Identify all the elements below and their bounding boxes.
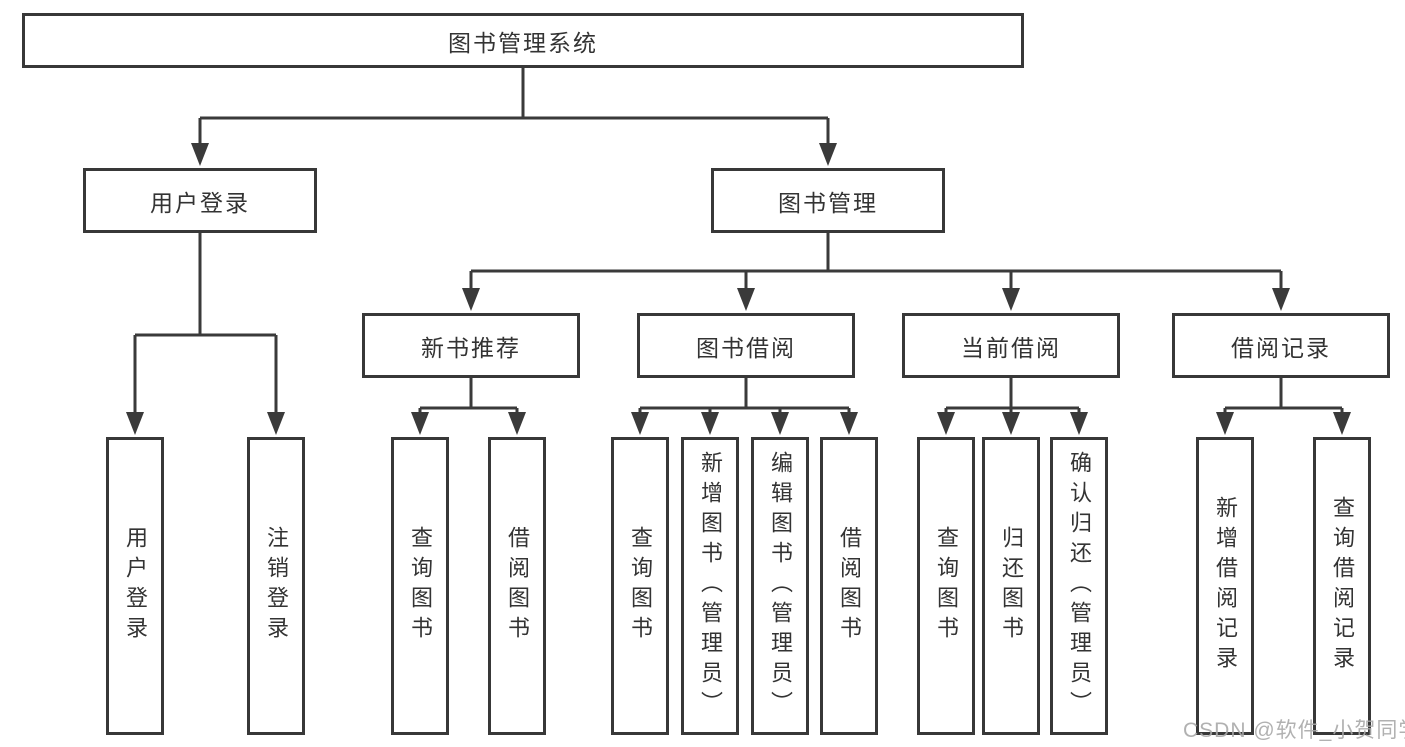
- leaf-query-books-recommend-label: 查询图书: [408, 526, 433, 646]
- node-current-borrow-label: 当前借阅: [961, 334, 1061, 361]
- leaf-query-borrow-record-label: 查询借阅记录: [1330, 496, 1355, 676]
- leaf-user-login-label: 用户登录: [123, 526, 148, 646]
- leaf-edit-book-admin: 编辑图书（管理员）: [751, 437, 809, 735]
- leaf-add-borrow-record: 新增借阅记录: [1196, 437, 1254, 735]
- leaf-add-book-admin-label: 新增图书（管理员）: [698, 451, 723, 721]
- leaf-query-borrow-record: 查询借阅记录: [1313, 437, 1371, 735]
- node-book-management: 图书管理: [711, 168, 945, 233]
- node-borrow-records-label: 借阅记录: [1231, 334, 1331, 361]
- leaf-query-books-current-label: 查询图书: [934, 526, 959, 646]
- node-new-book-recommend-label: 新书推荐: [421, 334, 521, 361]
- leaf-query-books-current: 查询图书: [917, 437, 975, 735]
- leaf-add-borrow-record-label: 新增借阅记录: [1213, 496, 1238, 676]
- leaf-logout: 注销登录: [247, 437, 305, 735]
- leaf-add-book-admin: 新增图书（管理员）: [681, 437, 739, 735]
- node-book-management-label: 图书管理: [778, 189, 878, 216]
- leaf-borrow-books: 借阅图书: [820, 437, 878, 735]
- node-new-book-recommend: 新书推荐: [362, 313, 580, 378]
- arrowheads: [126, 143, 1351, 435]
- leaf-confirm-return-admin: 确认归还（管理员）: [1050, 437, 1108, 735]
- leaf-borrow-books-recommend-label: 借阅图书: [505, 526, 530, 646]
- leaf-return-book-label: 归还图书: [999, 526, 1024, 646]
- leaf-query-books-borrow: 查询图书: [611, 437, 669, 735]
- node-book-borrow: 图书借阅: [637, 313, 855, 378]
- leaf-query-books-recommend: 查询图书: [391, 437, 449, 735]
- leaf-confirm-return-admin-label: 确认归还（管理员）: [1067, 451, 1092, 721]
- leaf-query-books-borrow-label: 查询图书: [628, 526, 653, 646]
- watermark: CSDN @软件_小贺同学: [1183, 719, 1405, 742]
- leaf-user-login: 用户登录: [106, 437, 164, 735]
- leaf-return-book: 归还图书: [982, 437, 1040, 735]
- node-borrow-records: 借阅记录: [1172, 313, 1390, 378]
- node-current-borrow: 当前借阅: [902, 313, 1120, 378]
- leaf-logout-label: 注销登录: [264, 526, 289, 646]
- leaf-borrow-books-recommend: 借阅图书: [488, 437, 546, 735]
- node-user-login-label: 用户登录: [150, 189, 250, 216]
- leaf-edit-book-admin-label: 编辑图书（管理员）: [768, 451, 793, 721]
- node-book-borrow-label: 图书借阅: [696, 334, 796, 361]
- leaf-borrow-books-label: 借阅图书: [837, 526, 862, 646]
- node-user-login: 用户登录: [83, 168, 317, 233]
- node-root: 图书管理系统: [22, 13, 1024, 68]
- node-root-label: 图书管理系统: [448, 29, 598, 56]
